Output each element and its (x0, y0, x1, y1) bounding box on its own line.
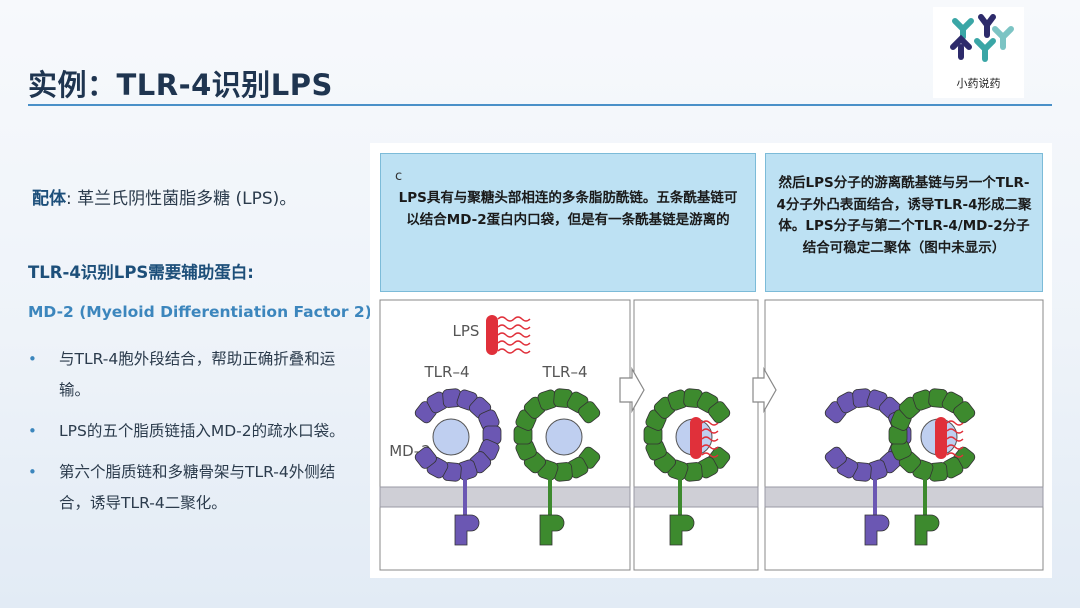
bullet-list: 与TLR-4胞外段结合，帮助正确折叠和运输。 LPS的五个脂质链插入MD-2的疏… (28, 344, 358, 529)
page-title: 实例：TLR-4识别LPS (28, 68, 333, 102)
bullet-item: 第六个脂质链和多糖骨架与TLR-4外侧结合，诱导TLR-4二聚化。 (28, 457, 358, 519)
ligand-text: : 革兰氏阴性菌脂多糖 (LPS)。 (66, 189, 297, 209)
tlr4-green-segment (708, 401, 731, 424)
lps-acyl-chain (701, 420, 719, 426)
logo: 小药说药 (933, 7, 1024, 98)
tlr4-lps-figure: LPS TLR–4 TLR–4 MD–2 c LPS具有与聚糖头部相连的多条脂肪… (370, 143, 1052, 578)
title-divider (28, 104, 1052, 106)
tlr4-purple-segment (824, 446, 847, 469)
tlr4-label-right: TLR–4 (542, 363, 588, 381)
lps-bound (935, 417, 947, 459)
bullet-item: 与TLR-4胞外段结合，帮助正确折叠和运输。 (28, 344, 358, 406)
figure-drawing: LPS TLR–4 TLR–4 MD–2 (379, 299, 1044, 571)
caption-right: 然后LPS分子的游离酰基链与另一个TLR-4分子外凸表面结合，诱导TLR-4形成… (765, 153, 1043, 292)
lps-bound (690, 417, 702, 459)
lps-acyl-chain (946, 452, 964, 458)
membrane (379, 486, 1044, 508)
accessory-protein-heading: TLR-4识别LPS需要辅助蛋白: (28, 263, 254, 282)
panel-frame (379, 299, 631, 571)
lps-acyl-chain (701, 428, 719, 434)
lps-acyl-chain (946, 436, 964, 442)
lps-acyl-chain (946, 420, 964, 426)
bullet-item: LPS的五个脂质链插入MD-2的疏水口袋。 (28, 416, 358, 447)
lps-acyl-chain (701, 452, 719, 458)
tlr4-green-cytoplasmic-domain (914, 514, 940, 546)
caption-left-text: LPS具有与聚糖头部相连的多条脂肪酰链。五条酰基链可以结合MD-2蛋白内口袋，但… (398, 190, 738, 228)
caption-left: c LPS具有与聚糖头部相连的多条脂肪酰链。五条酰基链可以结合MD-2蛋白内口袋… (380, 153, 756, 292)
ligand-label: 配体 (32, 189, 66, 209)
tlr4-purple-cytoplasmic-domain (864, 514, 890, 546)
md2-heading: MD-2 (Myeloid Differentiation Factor 2) (28, 303, 372, 321)
lps-label: LPS (453, 322, 480, 340)
tlr4-purple-cytoplasmic-domain (454, 514, 480, 546)
tlr4-green-cytoplasmic-domain (539, 514, 565, 546)
logo-mark-icon (950, 14, 1014, 62)
lps-acyl-chain (946, 428, 964, 434)
md2-protein (545, 418, 583, 456)
lps-molecule (486, 315, 531, 355)
md2-protein (432, 418, 470, 456)
lps-acyl-chain (701, 444, 719, 450)
panel-letter: c (395, 169, 403, 184)
ligand-line: 配体: 革兰氏阴性菌脂多糖 (LPS)。 (32, 184, 296, 209)
arrow-right-icon (619, 366, 645, 414)
tlr4-label-left: TLR–4 (424, 363, 470, 381)
tlr4-purple-segment (414, 446, 437, 469)
lps-acyl-chain (946, 444, 964, 450)
lps-acyl-chain (701, 436, 719, 442)
logo-text: 小药说药 (956, 77, 1001, 90)
caption-right-text: 然后LPS分子的游离酰基链与另一个TLR-4分子外凸表面结合，诱导TLR-4形成… (776, 175, 1032, 256)
arrow-right-icon (752, 366, 777, 414)
tlr4-green-segment (578, 401, 601, 424)
tlr4-green-cytoplasmic-domain (669, 514, 695, 546)
tlr4-green-segment (953, 401, 976, 424)
